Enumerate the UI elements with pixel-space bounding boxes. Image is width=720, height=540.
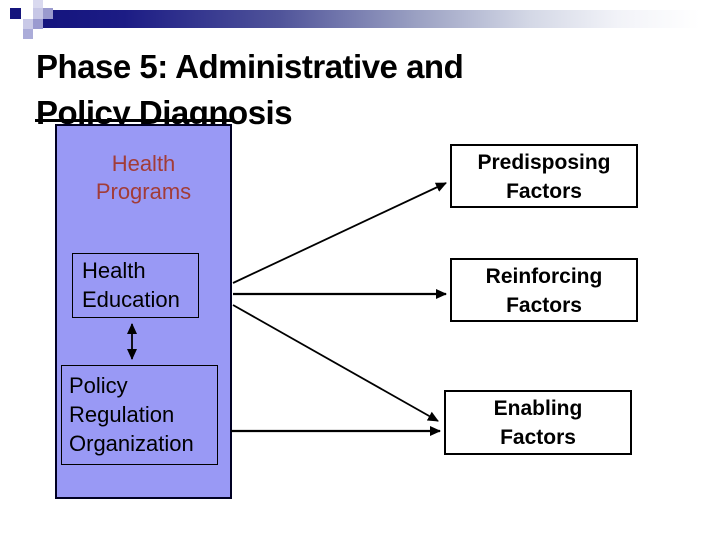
title-underline: [35, 119, 232, 122]
decor-square: [43, 8, 53, 19]
enabling-line2: Factors: [500, 426, 576, 449]
decor-square: [23, 19, 33, 29]
decor-square-navy: [10, 8, 21, 19]
enabling-line1: Enabling: [493, 397, 583, 420]
health-programs-line2: Programs: [95, 179, 192, 204]
policy-regulation-organization-box: Policy Regulation Organization: [61, 365, 218, 465]
decor-square: [33, 0, 43, 8]
slide-title: Phase 5: Administrative and Policy Diagn…: [36, 44, 464, 136]
health-programs-box: [55, 124, 232, 499]
decor-square: [23, 29, 33, 39]
arrow-education-to-enabling: [232, 304, 439, 422]
predisposing-line2: Factors: [506, 180, 582, 203]
health-education-line1: Health: [82, 258, 146, 283]
predisposing-line1: Predisposing: [477, 151, 611, 174]
policy-line3: Organization: [69, 431, 194, 456]
reinforcing-factors-box: Reinforcing Factors: [450, 258, 638, 322]
predisposing-factors-box: Predisposing Factors: [450, 144, 638, 208]
decor-square: [33, 19, 43, 29]
slide-title-line1: Phase 5: Administrative and: [36, 48, 464, 85]
enabling-factors-box: Enabling Factors: [444, 390, 632, 455]
policy-line2: Regulation: [69, 402, 175, 427]
health-education-line2: Education: [82, 287, 180, 312]
reinforcing-line2: Factors: [506, 294, 582, 317]
policy-line1: Policy: [69, 373, 128, 398]
reinforcing-line1: Reinforcing: [485, 265, 603, 288]
arrow-education-to-predisposing: [232, 182, 447, 284]
health-education-box: Health Education: [72, 253, 199, 318]
decor-square: [33, 8, 43, 19]
health-programs-heading: Health Programs: [55, 150, 232, 206]
header-gradient-bar: [43, 10, 720, 28]
health-programs-line1: Health: [111, 151, 176, 176]
